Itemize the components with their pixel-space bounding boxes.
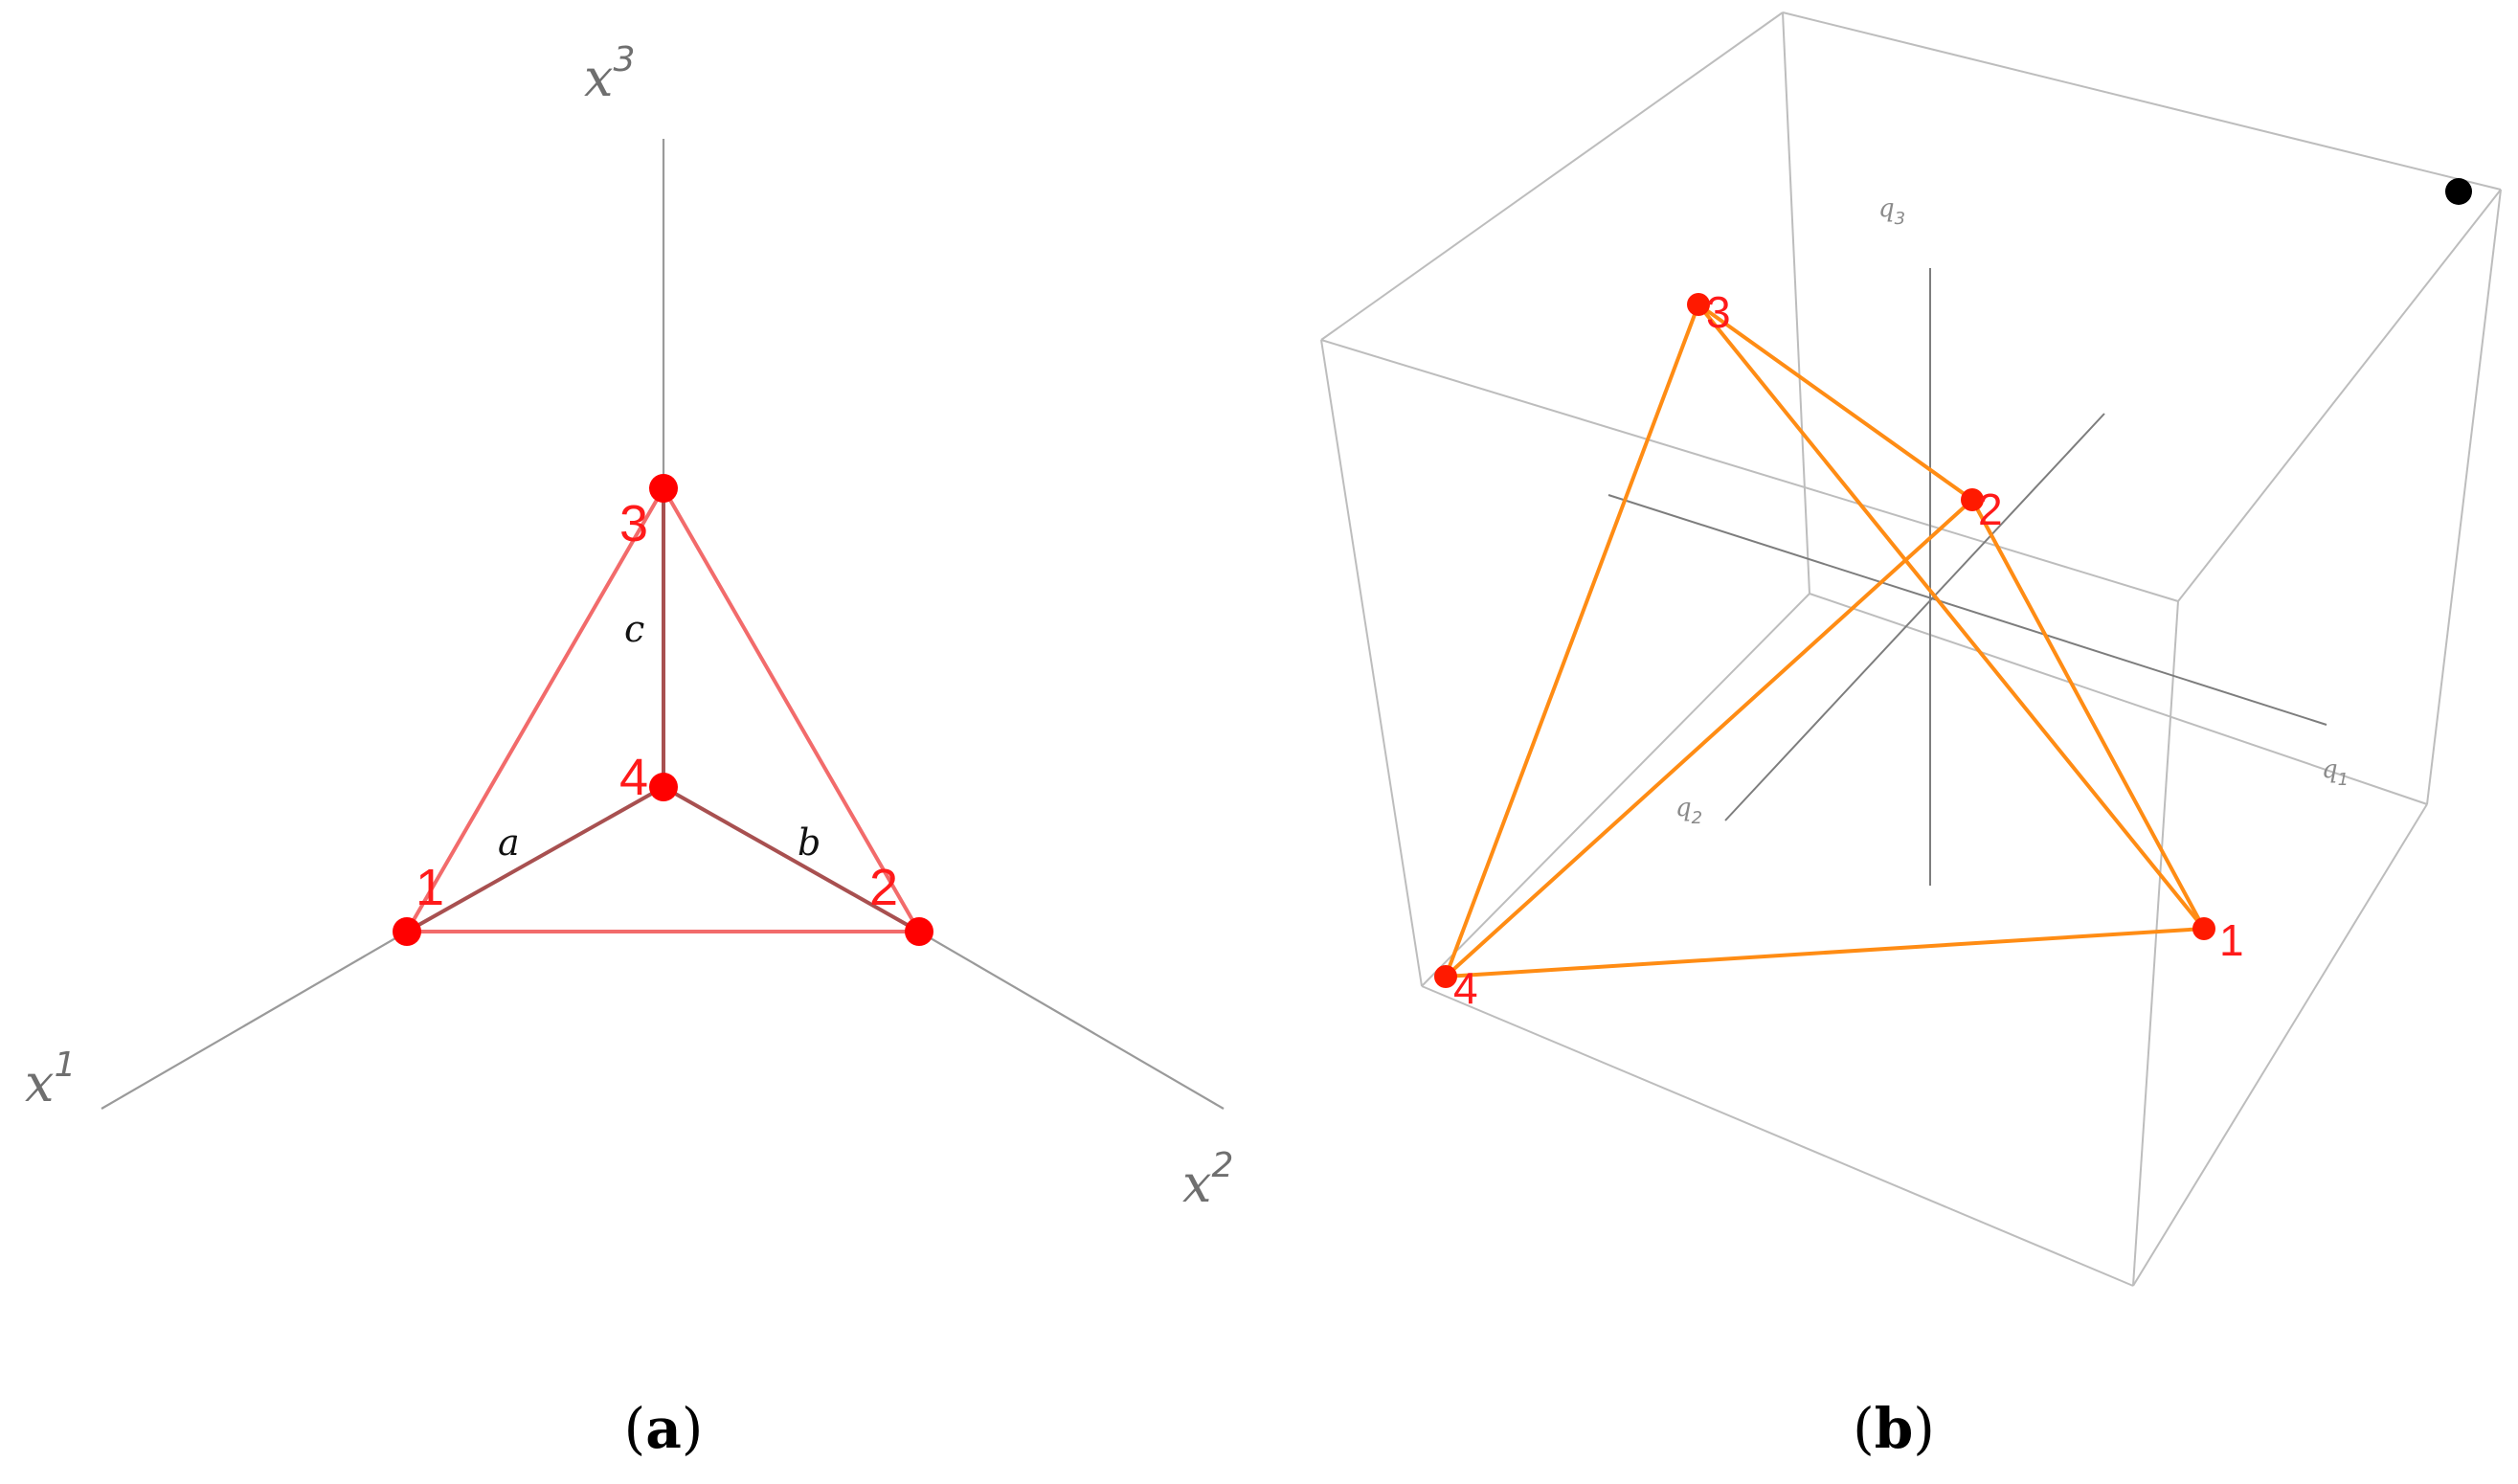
vertex-2 xyxy=(905,917,933,946)
edge-label-c: c xyxy=(624,608,644,650)
panel-b: q3 q2 q1 1 2 3 4 (b) xyxy=(1320,11,2502,1461)
caption-b: (b) xyxy=(1853,1396,1935,1461)
box-edge-back-bottom-right xyxy=(1809,593,2428,805)
edge-1-3 xyxy=(405,486,665,933)
edge-label-b: b xyxy=(798,821,821,864)
box-edge-front-bottom-right xyxy=(2132,803,2428,1287)
edge-2-3 xyxy=(662,487,921,933)
box-edge-front-top-right xyxy=(2177,189,2502,602)
tetra-edge-3-1 xyxy=(1697,303,2206,931)
vertex-label-3: 3 xyxy=(619,495,648,552)
tetra-vertex-4 xyxy=(1434,965,1457,988)
box-edge-front-top-left xyxy=(1320,11,1784,341)
tetra-label-3: 3 xyxy=(1706,287,1731,337)
marker-dot xyxy=(2445,178,2472,205)
edge-a xyxy=(406,785,664,933)
tetra-vertex-2 xyxy=(1961,488,1984,511)
tetra-label-2: 2 xyxy=(1978,484,2003,534)
axis-q2 xyxy=(1724,413,2105,821)
axis-x1 xyxy=(101,931,408,1110)
axis-label-q1: q1 xyxy=(2322,755,2349,790)
axis-label-x1: x1 xyxy=(25,1046,76,1113)
tetra-label-4: 4 xyxy=(1453,963,1478,1013)
tetra-vertex-1 xyxy=(2192,917,2215,940)
panel-a: x3 x1 x2 1 2 3 4 a b c (a) xyxy=(25,40,1233,1461)
box-edge-back-right xyxy=(2426,189,2502,805)
axis-x2 xyxy=(918,931,1225,1110)
axis-q1 xyxy=(1607,494,2327,726)
vertex-label-2: 2 xyxy=(869,859,898,916)
tetra-edge-4-1 xyxy=(1445,927,2205,978)
box-edge-front-right xyxy=(2132,600,2179,1287)
box-edge-front-bottom xyxy=(1421,985,2134,1287)
box-edge-back-left xyxy=(1782,11,1810,595)
tetra-edge-4-3 xyxy=(1444,304,1700,978)
vertex-label-1: 1 xyxy=(416,859,444,916)
vertex-4 xyxy=(649,773,678,801)
axis-label-x3: x3 xyxy=(584,40,635,108)
edge-label-a: a xyxy=(498,821,520,864)
box-edge-front-left xyxy=(1320,339,1423,987)
tetra-edge-4-2 xyxy=(1444,498,1974,978)
tetra-vertex-3 xyxy=(1687,293,1710,316)
box-edge-back-top xyxy=(1782,11,2502,191)
tetra-edge-2-1 xyxy=(1970,499,2206,930)
edge-b xyxy=(663,785,920,933)
box-edge-back-bottom-left xyxy=(1421,593,1810,987)
axis-label-q3: q3 xyxy=(1878,194,1905,229)
tetra-label-1: 1 xyxy=(2219,915,2244,965)
axis-label-q2: q2 xyxy=(1675,794,1702,828)
vertex-3 xyxy=(649,474,678,503)
tetra-edge-3-2 xyxy=(1697,303,1974,502)
vertex-1 xyxy=(393,917,421,946)
box-edge-front-top xyxy=(1320,339,2179,602)
axis-label-x2: x2 xyxy=(1182,1146,1233,1214)
caption-a: (a) xyxy=(624,1396,704,1461)
vertex-label-4: 4 xyxy=(619,749,648,806)
